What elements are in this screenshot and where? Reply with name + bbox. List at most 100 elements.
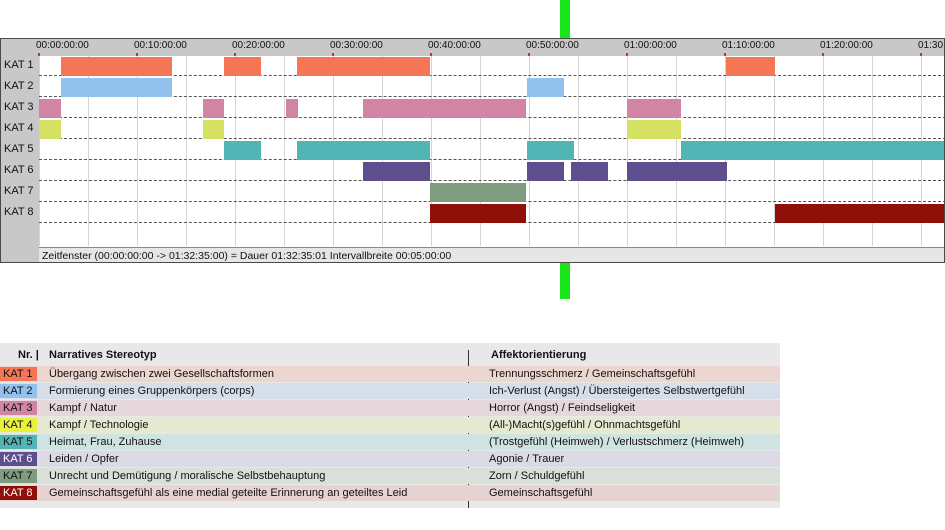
legend-header-stereotype: Narratives Stereotyp [49, 349, 157, 361]
time-tick-mark [136, 53, 138, 56]
category-badge: KAT 6 [0, 452, 37, 466]
category-badge: KAT 1 [0, 367, 37, 381]
segment-bar[interactable] [527, 78, 565, 97]
legend-row: KAT 8 Gemeinschaftsgefühl als eine medial… [0, 485, 780, 501]
segment-bar[interactable] [571, 162, 609, 181]
time-window-status: Zeitfenster (00:00:00:00 -> 01:32:35:00)… [39, 247, 944, 262]
legend-row: KAT 2 Formierung eines Gruppenkörpers (co… [0, 383, 780, 399]
segment-bar[interactable] [39, 99, 61, 118]
segment-bar[interactable] [627, 120, 681, 139]
legend-header-affekt: Affektorientierung [491, 349, 587, 361]
time-tick-label: 00:10:00:00 [134, 40, 187, 51]
playhead-marker-top[interactable] [560, 0, 570, 38]
row-guide-line [39, 96, 944, 97]
time-tick-label: 00:30:00:00 [330, 40, 383, 51]
time-tick-mark [822, 53, 824, 56]
time-tick-label: 01:30 [918, 40, 944, 51]
affekt-text: Trennungsschmerz / Gemeinschaftsgefühl [489, 368, 696, 380]
stereotype-text: Heimat, Frau, Zuhause [49, 436, 162, 448]
stereotype-text: Kampf / Technologie [49, 419, 149, 431]
row-label: KAT 5 [4, 143, 34, 155]
legend-row: KAT 5 Heimat, Frau, Zuhause (Trostgefühl (… [0, 434, 780, 450]
row-label: KAT 7 [4, 185, 34, 197]
grid-line-half [676, 56, 677, 246]
segment-bar[interactable] [363, 99, 527, 118]
grid-line-half [480, 56, 481, 246]
time-tick-mark [724, 53, 726, 56]
segment-bar[interactable] [202, 120, 225, 139]
row-guide-line [39, 75, 944, 76]
segment-bar[interactable] [224, 141, 262, 160]
segment-bar[interactable] [363, 162, 430, 181]
stereotype-text: Leiden / Opfer [49, 453, 119, 465]
segment-bar[interactable] [627, 99, 681, 118]
row-label: KAT 1 [4, 59, 34, 71]
category-badge: KAT 5 [0, 435, 37, 449]
segment-bar[interactable] [430, 204, 527, 223]
segment-bar[interactable] [527, 162, 565, 181]
timeline-plot-area[interactable] [39, 56, 944, 262]
affekt-text: Gemeinschaftsgefühl [489, 487, 593, 499]
legend-row: KAT 7 Unrecht und Demütigung / moralische… [0, 468, 780, 484]
segment-bar[interactable] [285, 99, 298, 118]
playhead-marker-bottom[interactable] [560, 263, 570, 299]
time-tick-label: 00:00:00:00 [36, 40, 89, 51]
category-legend-table: Nr. | Narratives Stereotyp Affektorienti… [0, 343, 780, 508]
grid-line [627, 56, 628, 246]
row-label: KAT 3 [4, 101, 34, 113]
segment-bar[interactable] [202, 99, 225, 118]
category-badge: KAT 8 [0, 486, 37, 500]
segment-bar[interactable] [296, 141, 430, 160]
time-tick-label: 01:20:00:00 [820, 40, 873, 51]
time-tick-mark [920, 53, 922, 56]
row-guide-line [39, 159, 944, 160]
segment-bar[interactable] [527, 141, 575, 160]
grid-line [39, 56, 40, 246]
stereotype-text: Übergang zwischen zwei Gesellschaftsform… [49, 368, 274, 380]
segment-bar[interactable] [296, 57, 430, 76]
category-badge: KAT 3 [0, 401, 37, 415]
category-badge: KAT 7 [0, 469, 37, 483]
segment-bar[interactable] [39, 120, 61, 139]
stereotype-text: Unrecht und Demütigung / moralische Selb… [49, 470, 326, 482]
time-tick-mark [38, 53, 40, 56]
legend-row: KAT 4 Kampf / Technologie (All-)Macht(s)ge… [0, 417, 780, 433]
row-guide-line [39, 138, 944, 139]
category-badge: KAT 2 [0, 384, 37, 398]
affekt-text: (All-)Macht(s)gefühl / Ohnmachtsgefühl [489, 419, 681, 431]
time-tick-mark [234, 53, 236, 56]
affekt-text: Ich-Verlust (Angst) / Übersteigertes Sel… [489, 385, 745, 397]
affekt-text: (Trostgefühl (Heimweh) / Verlustschmerz … [489, 436, 745, 448]
legend-row: KAT 1 Übergang zwischen zwei Gesellschaft… [0, 366, 780, 382]
segment-bar[interactable] [680, 141, 944, 160]
grid-line [431, 56, 432, 246]
time-tick-mark [626, 53, 628, 56]
time-tick-label: 00:50:00:00 [526, 40, 579, 51]
segment-bar[interactable] [774, 204, 944, 223]
time-tick-label: 01:00:00:00 [624, 40, 677, 51]
segment-bar[interactable] [60, 78, 173, 97]
category-badge: KAT 4 [0, 418, 37, 432]
grid-line-half [88, 56, 89, 246]
row-label: KAT 4 [4, 122, 34, 134]
segment-bar[interactable] [725, 57, 775, 76]
row-label: KAT 8 [4, 206, 34, 218]
segment-bar[interactable] [60, 57, 173, 76]
segment-bar[interactable] [224, 57, 262, 76]
time-tick-label: 00:40:00:00 [428, 40, 481, 51]
grid-line-half [186, 56, 187, 246]
segment-bar[interactable] [627, 162, 727, 181]
grid-line-half [578, 56, 579, 246]
stereotype-text: Gemeinschaftsgefühl als eine medial gete… [49, 487, 408, 499]
stereotype-text: Formierung eines Gruppenkörpers (corps) [49, 385, 255, 397]
segment-bar[interactable] [430, 183, 527, 202]
row-label: KAT 2 [4, 80, 34, 92]
grid-line-half [284, 56, 285, 246]
affekt-text: Zorn / Schuldgefühl [489, 470, 585, 482]
row-guide-line [39, 180, 944, 181]
time-tick-mark [528, 53, 530, 56]
